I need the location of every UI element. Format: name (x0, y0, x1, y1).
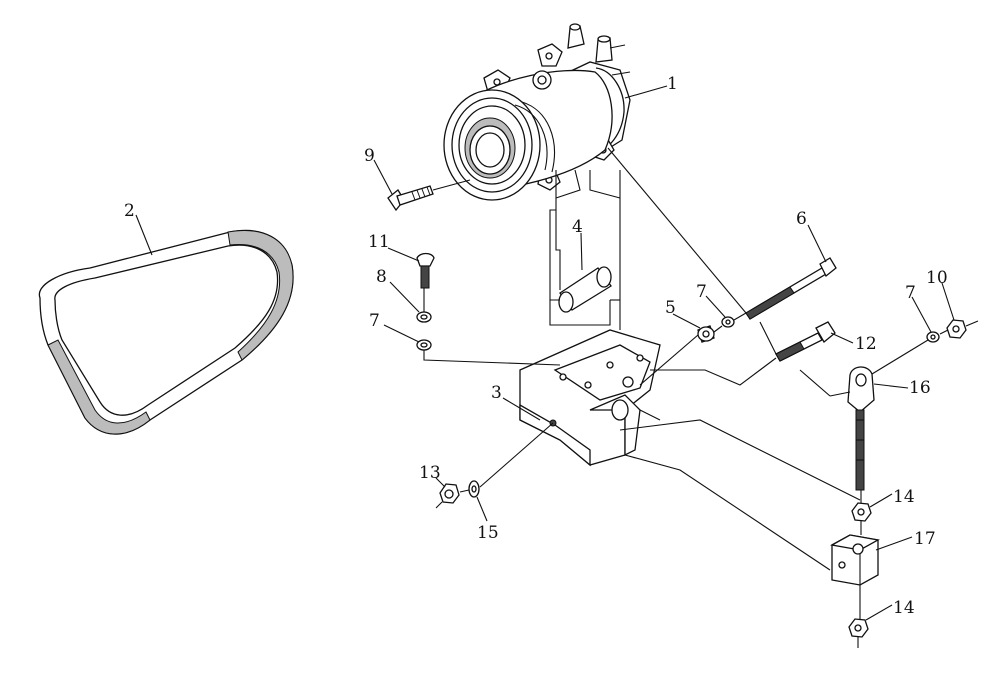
callout-8: 8 (376, 267, 387, 287)
callout-3: 3 (491, 383, 502, 403)
part-5-bushing (697, 325, 715, 343)
part-2-drive-belt (38, 229, 294, 435)
part-7-washer-c (926, 331, 940, 343)
callout-7-top-right: 7 (696, 282, 707, 302)
leader-lines (135, 85, 955, 621)
part-8-lock-washer (416, 311, 432, 323)
callout-4: 4 (572, 217, 583, 237)
callout-13: 13 (419, 463, 441, 483)
part-7-washer-b (721, 316, 735, 328)
assembly-lines (423, 147, 979, 648)
part-1-compressor (443, 23, 631, 201)
callout-2: 2 (124, 201, 135, 221)
callout-11: 11 (368, 232, 390, 252)
callout-16: 16 (909, 378, 931, 398)
callout-10: 10 (926, 268, 948, 288)
part-4-spacer (558, 266, 612, 313)
part-12-bolt (775, 321, 836, 362)
callout-14-upper: 14 (893, 487, 915, 507)
part-17-block (830, 534, 880, 586)
callout-6: 6 (796, 209, 807, 229)
part-3-bracket (519, 329, 661, 467)
part-14-nut-a (851, 502, 872, 522)
part-11-bolt (416, 252, 435, 289)
callout-5: 5 (665, 298, 676, 318)
callout-1: 1 (667, 74, 678, 94)
callout-12: 12 (855, 334, 877, 354)
callout-labels: 1 2 3 4 5 6 7 7 7 8 9 10 11 12 13 14 14 … (124, 74, 948, 618)
part-6-long-bolt (745, 257, 837, 320)
part-9-bolt (387, 185, 434, 212)
callout-14-lower: 14 (893, 598, 915, 618)
callout-7-left: 7 (369, 311, 380, 331)
callout-15: 15 (477, 523, 499, 543)
callout-7-far-right: 7 (905, 283, 916, 303)
callout-9: 9 (364, 146, 375, 166)
callout-17: 17 (914, 529, 936, 549)
part-14-nut-b (848, 618, 869, 638)
part-15-washer (468, 480, 480, 498)
part-13-nut (439, 483, 460, 504)
part-10-nut (946, 319, 967, 339)
part-16-eye-bolt (847, 366, 875, 491)
